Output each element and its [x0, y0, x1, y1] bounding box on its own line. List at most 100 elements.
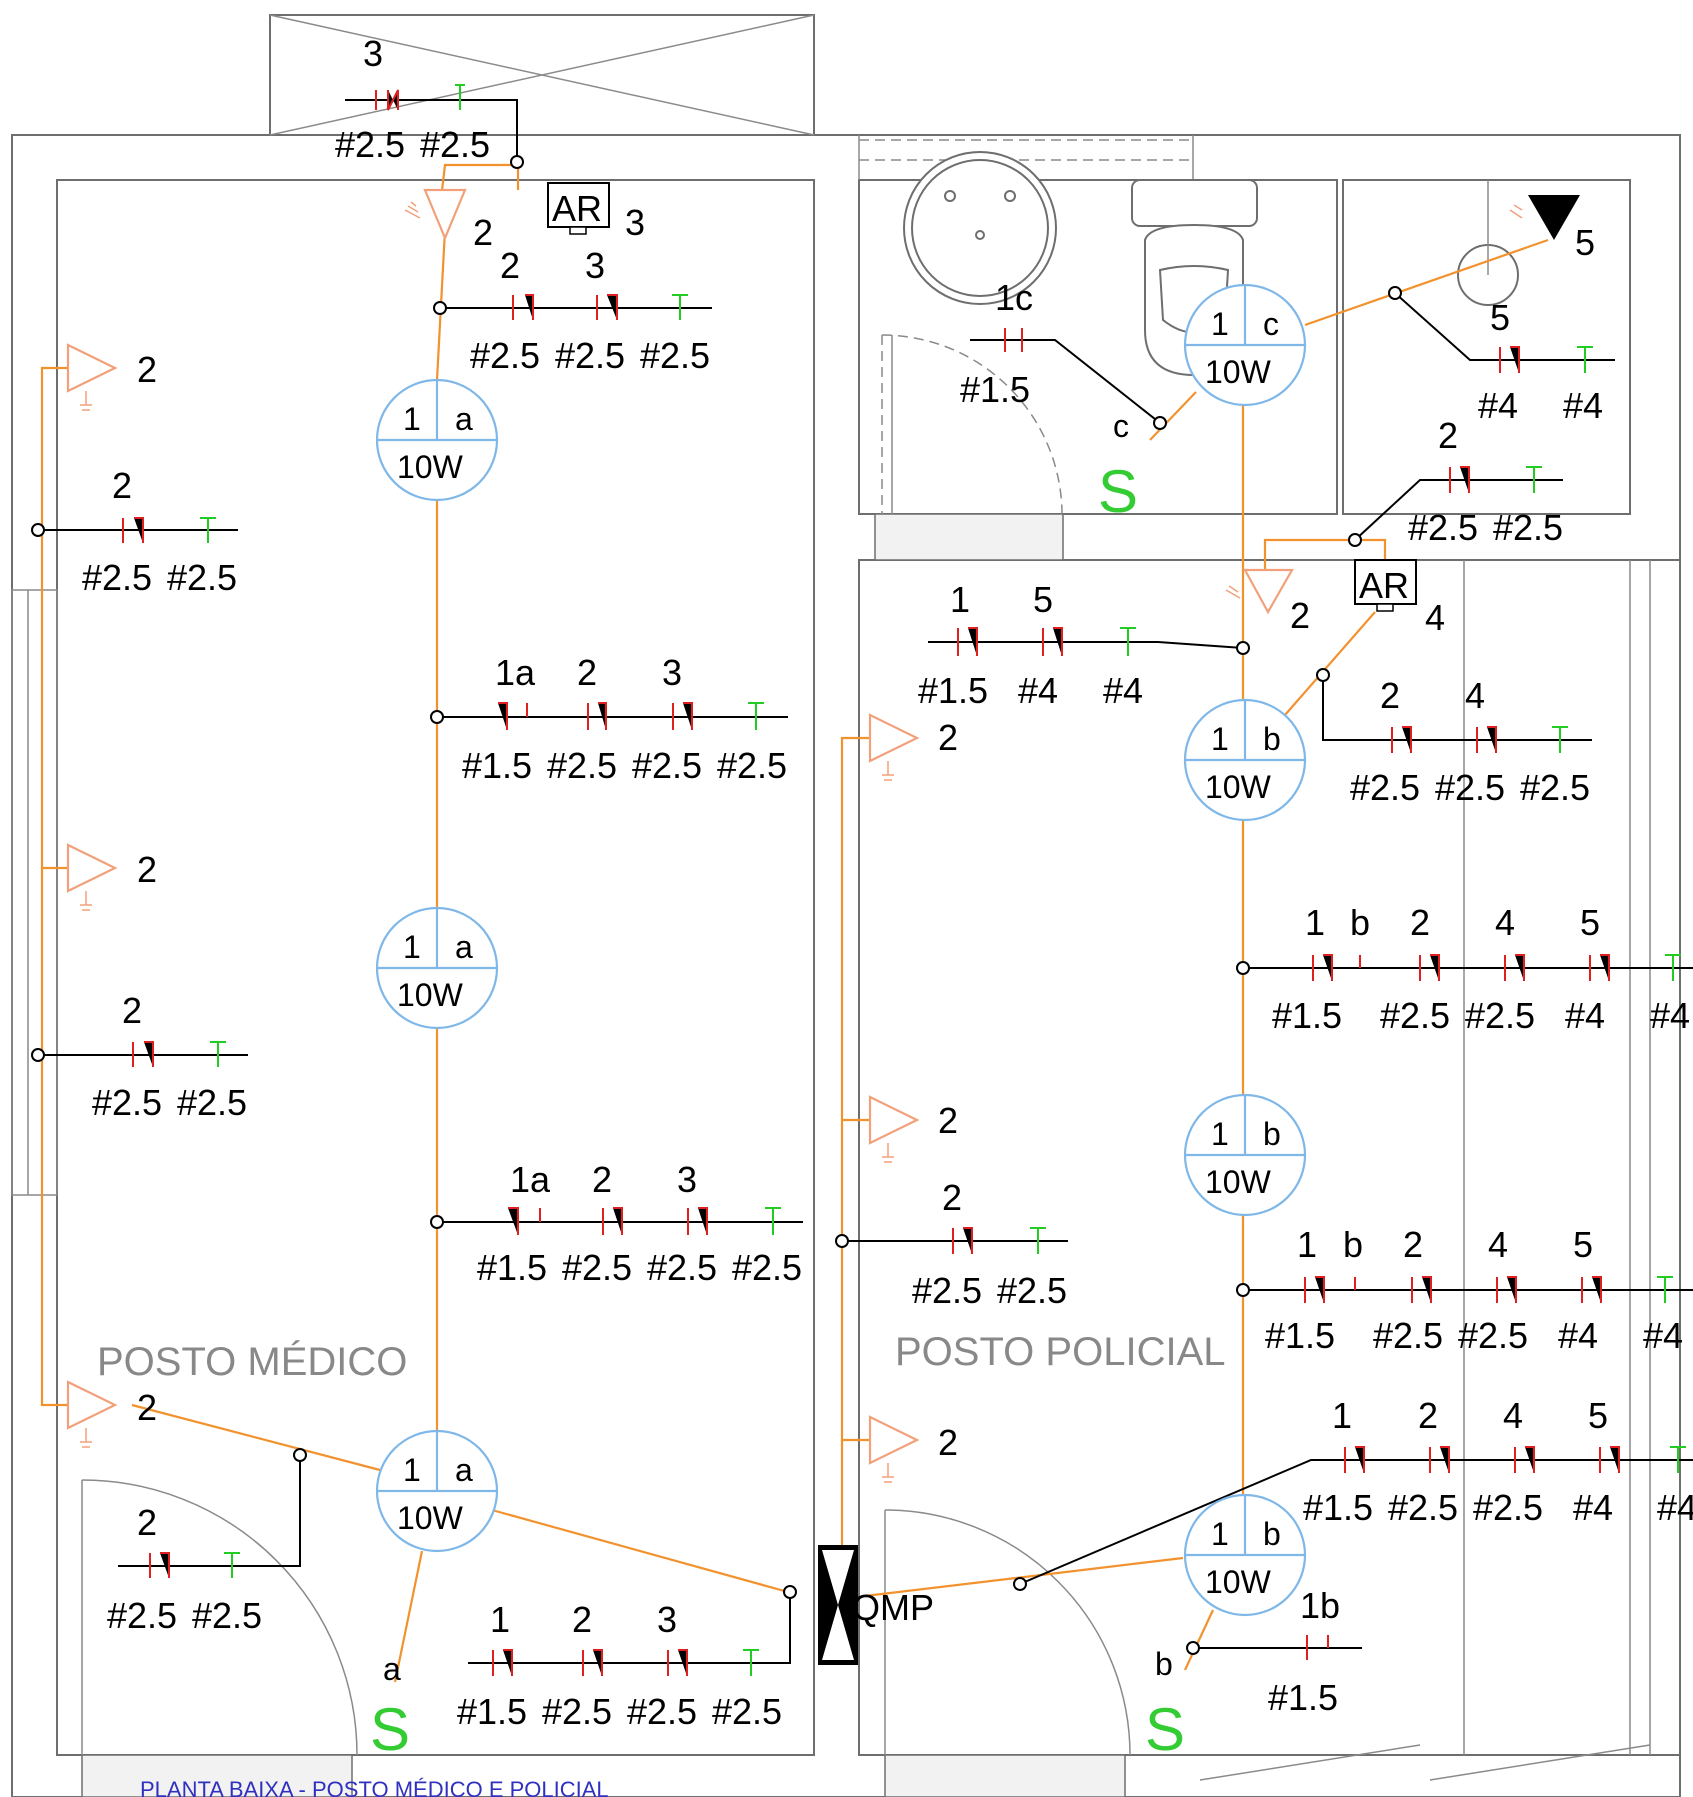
svg-text:1: 1 — [1211, 1516, 1229, 1552]
svg-text:#1.5: #1.5 — [477, 1247, 547, 1288]
outlet-icon — [66, 343, 118, 411]
svg-text:#2.5: #2.5 — [1373, 1315, 1443, 1356]
svg-text:#1.5: #1.5 — [1272, 995, 1342, 1036]
svg-text:#4: #4 — [1573, 1487, 1613, 1528]
police-room-wall — [858, 559, 1681, 1756]
svg-text:10W: 10W — [397, 977, 464, 1013]
svg-text:5: 5 — [1588, 1395, 1608, 1436]
svg-text:#1.5: #1.5 — [1265, 1315, 1335, 1356]
svg-text:b: b — [1343, 1224, 1363, 1265]
svg-text:#1.5: #1.5 — [918, 670, 988, 711]
outlet-icon — [404, 188, 467, 241]
svg-text:#1.5: #1.5 — [1303, 1487, 1373, 1528]
svg-text:1: 1 — [490, 1599, 510, 1640]
svg-text:10W: 10W — [1205, 354, 1272, 390]
outlets — [66, 188, 1580, 1483]
svg-text:#2.5: #2.5 — [542, 1691, 612, 1732]
svg-text:#2.5: #2.5 — [167, 557, 237, 598]
ac-unit-right: AR — [1354, 559, 1417, 612]
room-label-police: POSTO POLICIAL — [895, 1330, 1226, 1374]
svg-text:#1.5: #1.5 — [960, 369, 1030, 410]
left-window — [11, 589, 58, 1196]
svg-text:#2.5: #2.5 — [1388, 1487, 1458, 1528]
conduits — [40, 163, 1549, 1683]
outlet-icon — [1225, 568, 1294, 615]
svg-text:3: 3 — [625, 202, 645, 243]
svg-text:#2.5: #2.5 — [547, 745, 617, 786]
svg-text:2: 2 — [577, 652, 597, 693]
switch-b: S — [1145, 1696, 1185, 1763]
svg-text:1a: 1a — [510, 1159, 551, 1200]
svg-text:#2.5: #2.5 — [335, 124, 405, 165]
svg-text:1: 1 — [1297, 1224, 1317, 1265]
svg-text:3: 3 — [585, 245, 605, 286]
shower-outlet-icon — [1509, 195, 1580, 240]
svg-text:#2.5: #2.5 — [717, 745, 787, 786]
svg-text:#2.5: #2.5 — [420, 124, 490, 165]
svg-text:3: 3 — [363, 33, 383, 74]
ac-label: AR — [552, 188, 602, 229]
wiring-runs — [38, 99, 1693, 1664]
svg-text:b: b — [1350, 902, 1370, 943]
svg-text:1: 1 — [1211, 1116, 1229, 1152]
svg-text:1: 1 — [1332, 1395, 1352, 1436]
panel-label: QMP — [852, 1587, 934, 1628]
shower-room-wall — [1342, 179, 1631, 515]
svg-text:#2.5: #2.5 — [562, 1247, 632, 1288]
svg-text:#4: #4 — [1558, 1315, 1598, 1356]
svg-text:2: 2 — [1290, 595, 1310, 636]
svg-text:#2.5: #2.5 — [1520, 767, 1590, 808]
switch-c-label: c — [1113, 408, 1129, 444]
svg-text:1c: 1c — [995, 277, 1033, 318]
svg-text:4: 4 — [1495, 902, 1515, 943]
svg-text:#4: #4 — [1563, 385, 1603, 426]
svg-text:2: 2 — [137, 1387, 157, 1428]
svg-text:#2.5: #2.5 — [92, 1082, 162, 1123]
svg-text:5: 5 — [1575, 222, 1595, 263]
switch-c: S — [1098, 458, 1138, 525]
svg-text:5: 5 — [1490, 297, 1510, 338]
svg-text:#4: #4 — [1565, 995, 1605, 1036]
svg-text:5: 5 — [1033, 579, 1053, 620]
svg-text:2: 2 — [1418, 1395, 1438, 1436]
svg-text:#4: #4 — [1103, 670, 1143, 711]
svg-text:2: 2 — [473, 212, 493, 253]
svg-text:3: 3 — [677, 1159, 697, 1200]
outlet-circuit-labels: 2 3 2 2 2 2 2 2 2 4 5 — [137, 202, 1595, 1463]
svg-text:2: 2 — [1438, 415, 1458, 456]
svg-text:#2.5: #2.5 — [640, 335, 710, 376]
svg-text:2: 2 — [122, 990, 142, 1031]
svg-text:4: 4 — [1503, 1395, 1523, 1436]
svg-text:5: 5 — [1573, 1224, 1593, 1265]
svg-text:2: 2 — [1410, 902, 1430, 943]
outlet-icon — [66, 843, 118, 911]
svg-text:10W: 10W — [397, 449, 464, 485]
ac-unit-left: AR — [547, 182, 610, 235]
svg-text:#2.5: #2.5 — [82, 557, 152, 598]
conductor-marks — [122, 84, 1686, 1676]
run-labels: 3 #2.5 #2.5 2 3 #2.5 #2.5 #2.5 2 #2.5 #2… — [82, 33, 1693, 1732]
svg-text:1: 1 — [1305, 902, 1325, 943]
svg-text:#2.5: #2.5 — [632, 745, 702, 786]
svg-text:10W: 10W — [1205, 769, 1272, 805]
switch-b-label: b — [1155, 1646, 1173, 1682]
outlet-icon — [868, 1415, 920, 1483]
svg-text:1: 1 — [403, 929, 421, 965]
outlet-icon — [66, 1380, 118, 1448]
svg-text:1: 1 — [1211, 721, 1229, 757]
svg-text:2: 2 — [938, 1422, 958, 1463]
svg-text:#2.5: #2.5 — [712, 1691, 782, 1732]
svg-text:#2.5: #2.5 — [1380, 995, 1450, 1036]
drawing-title: PLANTA BAIXA - POSTO MÉDICO E POLICIAL — [140, 1777, 609, 1797]
svg-text:2: 2 — [938, 717, 958, 758]
svg-text:1a: 1a — [495, 652, 536, 693]
svg-text:4: 4 — [1488, 1224, 1508, 1265]
svg-text:#2.5: #2.5 — [555, 335, 625, 376]
ac-label: AR — [1359, 565, 1409, 606]
svg-text:10W: 10W — [397, 1500, 464, 1536]
svg-text:b: b — [1263, 721, 1281, 757]
